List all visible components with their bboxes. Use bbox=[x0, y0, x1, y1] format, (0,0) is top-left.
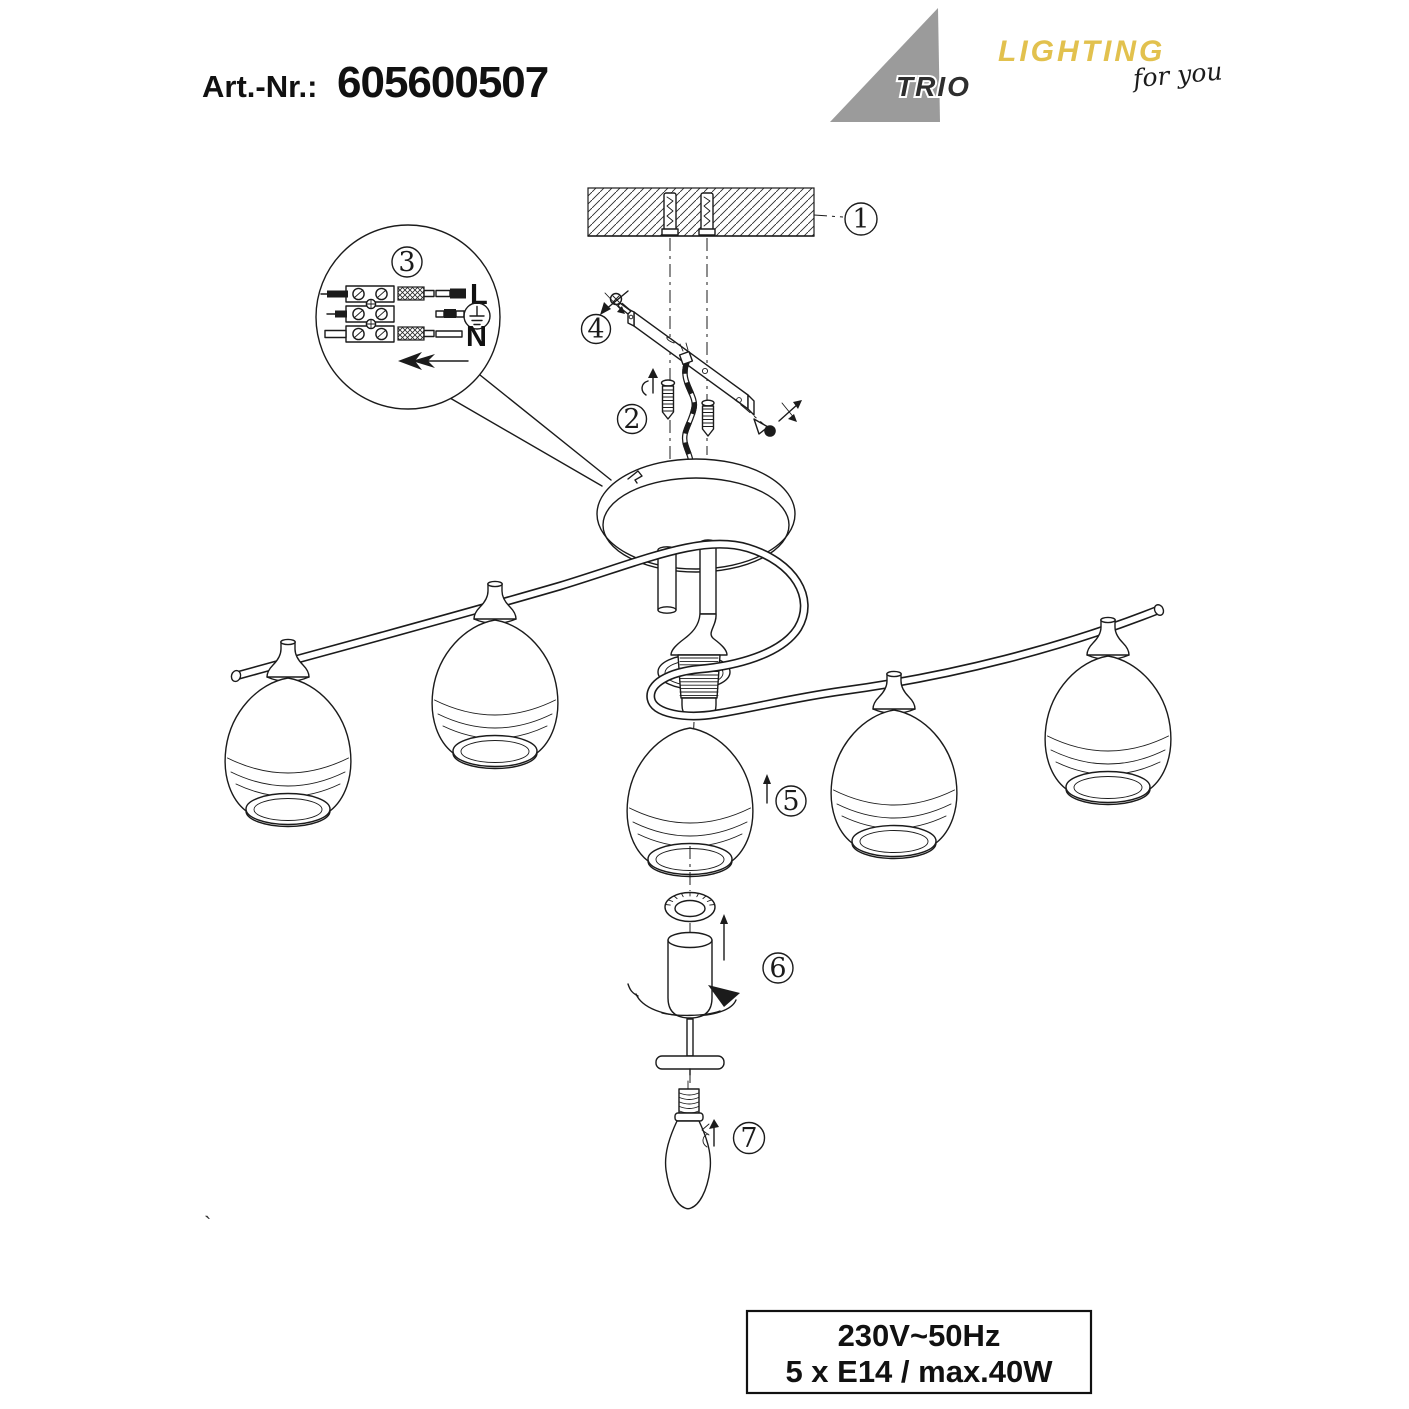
callout-5: 5 bbox=[775, 785, 807, 817]
up-arrow-icon bbox=[720, 914, 728, 961]
rotation-arrow-icon bbox=[708, 985, 740, 1007]
rotation-arrow-icon bbox=[600, 290, 629, 315]
wall-plug bbox=[661, 192, 679, 236]
thumb-screw bbox=[753, 418, 776, 437]
logo-product-text: LIGHTING bbox=[998, 35, 1165, 68]
logo-triangle-icon bbox=[830, 8, 940, 122]
fixture-wires bbox=[435, 288, 466, 338]
supply-wires bbox=[320, 290, 348, 339]
callout-4: 4 bbox=[580, 313, 612, 345]
ring-nut bbox=[664, 891, 716, 923]
socket-cover bbox=[627, 931, 740, 1019]
neutral-wire-label: N bbox=[466, 321, 487, 353]
voltage-spec: 230V~50Hz bbox=[838, 1318, 1001, 1353]
lamp-shade-2 bbox=[431, 580, 559, 770]
stray-mark: ` bbox=[204, 1212, 211, 1237]
socket-stem bbox=[655, 1018, 725, 1076]
svg-text:4: 4 bbox=[587, 314, 604, 345]
svg-text:6: 6 bbox=[769, 953, 786, 984]
up-arrow-icon bbox=[763, 774, 771, 804]
callout-1: 1 bbox=[844, 202, 878, 236]
article-number-label: Art.-Nr.: bbox=[202, 69, 317, 104]
terminal-block bbox=[345, 285, 395, 343]
callout-7: 7 bbox=[732, 1121, 766, 1155]
canopy-tube bbox=[699, 539, 717, 615]
mounting-screw bbox=[701, 399, 715, 437]
power-cable bbox=[678, 342, 697, 466]
rotation-arrow-icon bbox=[641, 368, 658, 396]
rotation-arrow-icon bbox=[778, 400, 802, 422]
callout-3: 3 bbox=[391, 246, 423, 278]
lamp-shade-4 bbox=[830, 670, 958, 860]
double-chevron-left-arrow-icon bbox=[398, 352, 469, 370]
svg-text:1: 1 bbox=[852, 204, 869, 235]
svg-text:2: 2 bbox=[623, 404, 640, 435]
header: Art.-Nr.: 605600507 bbox=[202, 58, 549, 107]
trio-lighting-logo: TRIO LIGHTING for you bbox=[830, 8, 1224, 122]
svg-text:3: 3 bbox=[398, 247, 415, 278]
wiring-detail-balloon: L N 3 bbox=[315, 224, 612, 487]
spec-box: 230V~50Hz 5 x E14 / max.40W bbox=[745, 1309, 1093, 1395]
earth-ground-icon bbox=[463, 302, 491, 330]
fixture-arm bbox=[230, 539, 1165, 721]
wall-plug bbox=[698, 192, 716, 236]
rotation-arrow-icon bbox=[701, 1119, 719, 1148]
candle-bulb bbox=[664, 1080, 712, 1210]
callout-6: 6 bbox=[762, 952, 794, 984]
article-number-value: 605600507 bbox=[337, 58, 548, 107]
crimp-sleeves bbox=[397, 286, 435, 341]
ceiling bbox=[587, 187, 844, 237]
ceiling-canopy bbox=[596, 458, 796, 573]
svg-text:7: 7 bbox=[740, 1123, 757, 1154]
lamp-shade-1 bbox=[224, 638, 352, 828]
lamp-spec: 5 x E14 / max.40W bbox=[785, 1354, 1053, 1389]
mounting-screw bbox=[660, 379, 676, 420]
callout-2: 2 bbox=[616, 403, 648, 435]
svg-text:5: 5 bbox=[782, 786, 799, 817]
logo-brand-text: TRIO bbox=[896, 71, 971, 102]
